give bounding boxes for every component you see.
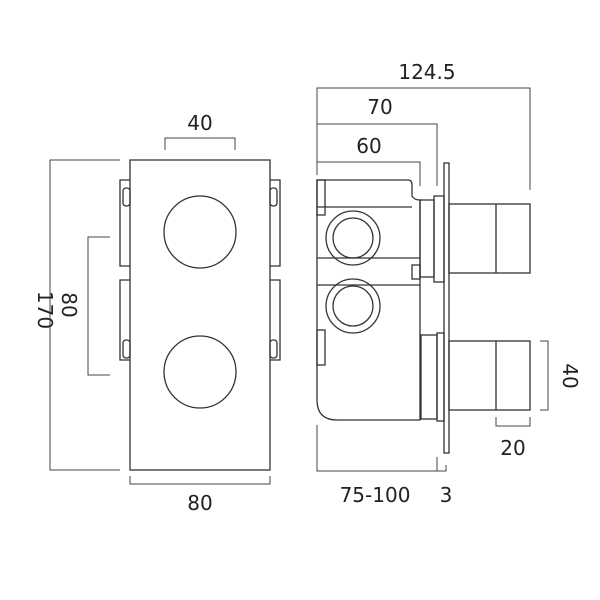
upper-handle <box>448 203 531 274</box>
dim-line-40-top <box>164 137 236 150</box>
label-70: 70 <box>367 95 392 119</box>
body-notch <box>411 264 421 280</box>
label-80-vertical: 80 <box>57 292 81 317</box>
lower-collar <box>420 334 438 420</box>
dim-line-60 <box>316 161 421 186</box>
body-lines <box>317 206 420 286</box>
dim-line-20 <box>495 417 531 427</box>
lower-port <box>332 285 374 327</box>
label-3: 3 <box>440 483 453 507</box>
label-20: 20 <box>500 436 525 460</box>
label-60: 60 <box>356 134 381 158</box>
front-plate <box>129 159 271 471</box>
dim-line-80-vertical <box>87 236 110 376</box>
wall-plate <box>443 162 450 454</box>
dim-line-75-100 <box>316 425 447 472</box>
label-40-side: 40 <box>558 363 582 388</box>
upper-port <box>332 217 374 259</box>
dim-line-124-5 <box>316 87 531 190</box>
label-40-top: 40 <box>187 111 212 135</box>
dim-line-80-bottom <box>129 476 271 485</box>
body-tab-bottom <box>316 329 326 366</box>
label-124-5: 124.5 <box>398 60 455 84</box>
front-view <box>49 137 281 485</box>
label-170: 170 <box>33 291 57 329</box>
mounting-brackets <box>119 179 281 361</box>
side-view <box>316 87 549 472</box>
upper-handle-front <box>163 195 237 269</box>
upper-collar <box>419 199 435 278</box>
lower-handle <box>448 340 531 411</box>
dim-line-40-side <box>540 340 549 411</box>
dim-line-70 <box>316 123 438 186</box>
body-tab-top <box>316 179 326 216</box>
valve-body <box>316 179 421 421</box>
label-75-100: 75-100 <box>340 483 411 507</box>
lower-handle-front <box>163 335 237 409</box>
label-80-bottom: 80 <box>187 491 212 515</box>
dim-line-170 <box>49 159 120 471</box>
